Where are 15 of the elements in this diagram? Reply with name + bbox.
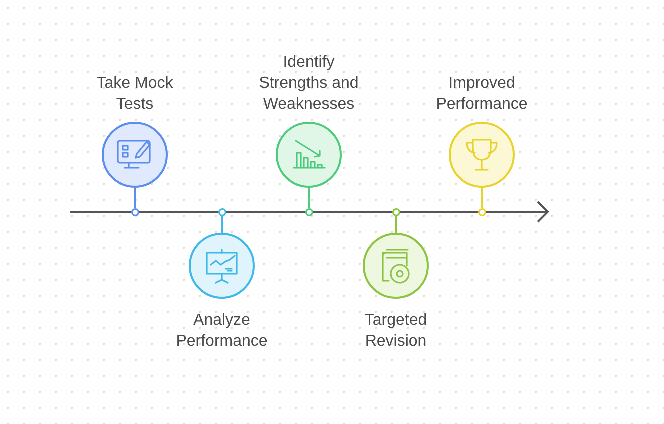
- timeline-dot: [218, 208, 226, 216]
- timeline-dot: [392, 208, 400, 216]
- connector-line: [395, 216, 397, 234]
- connector-line: [308, 187, 310, 208]
- timeline-dot: [130, 208, 140, 216]
- connector-line: [481, 187, 483, 208]
- step-label: Improved Performance: [435, 74, 529, 115]
- timeline-dot: [478, 208, 486, 216]
- step-label: Take Mock Tests: [96, 74, 174, 115]
- step-label: Identify Strengths and Weaknesses: [258, 53, 360, 115]
- timeline-dot: [304, 208, 314, 216]
- connector-line: [221, 216, 223, 234]
- step-label: Targeted Revision: [364, 311, 428, 352]
- step-label: Analyze Performance: [175, 311, 269, 352]
- connector-line: [134, 187, 136, 208]
